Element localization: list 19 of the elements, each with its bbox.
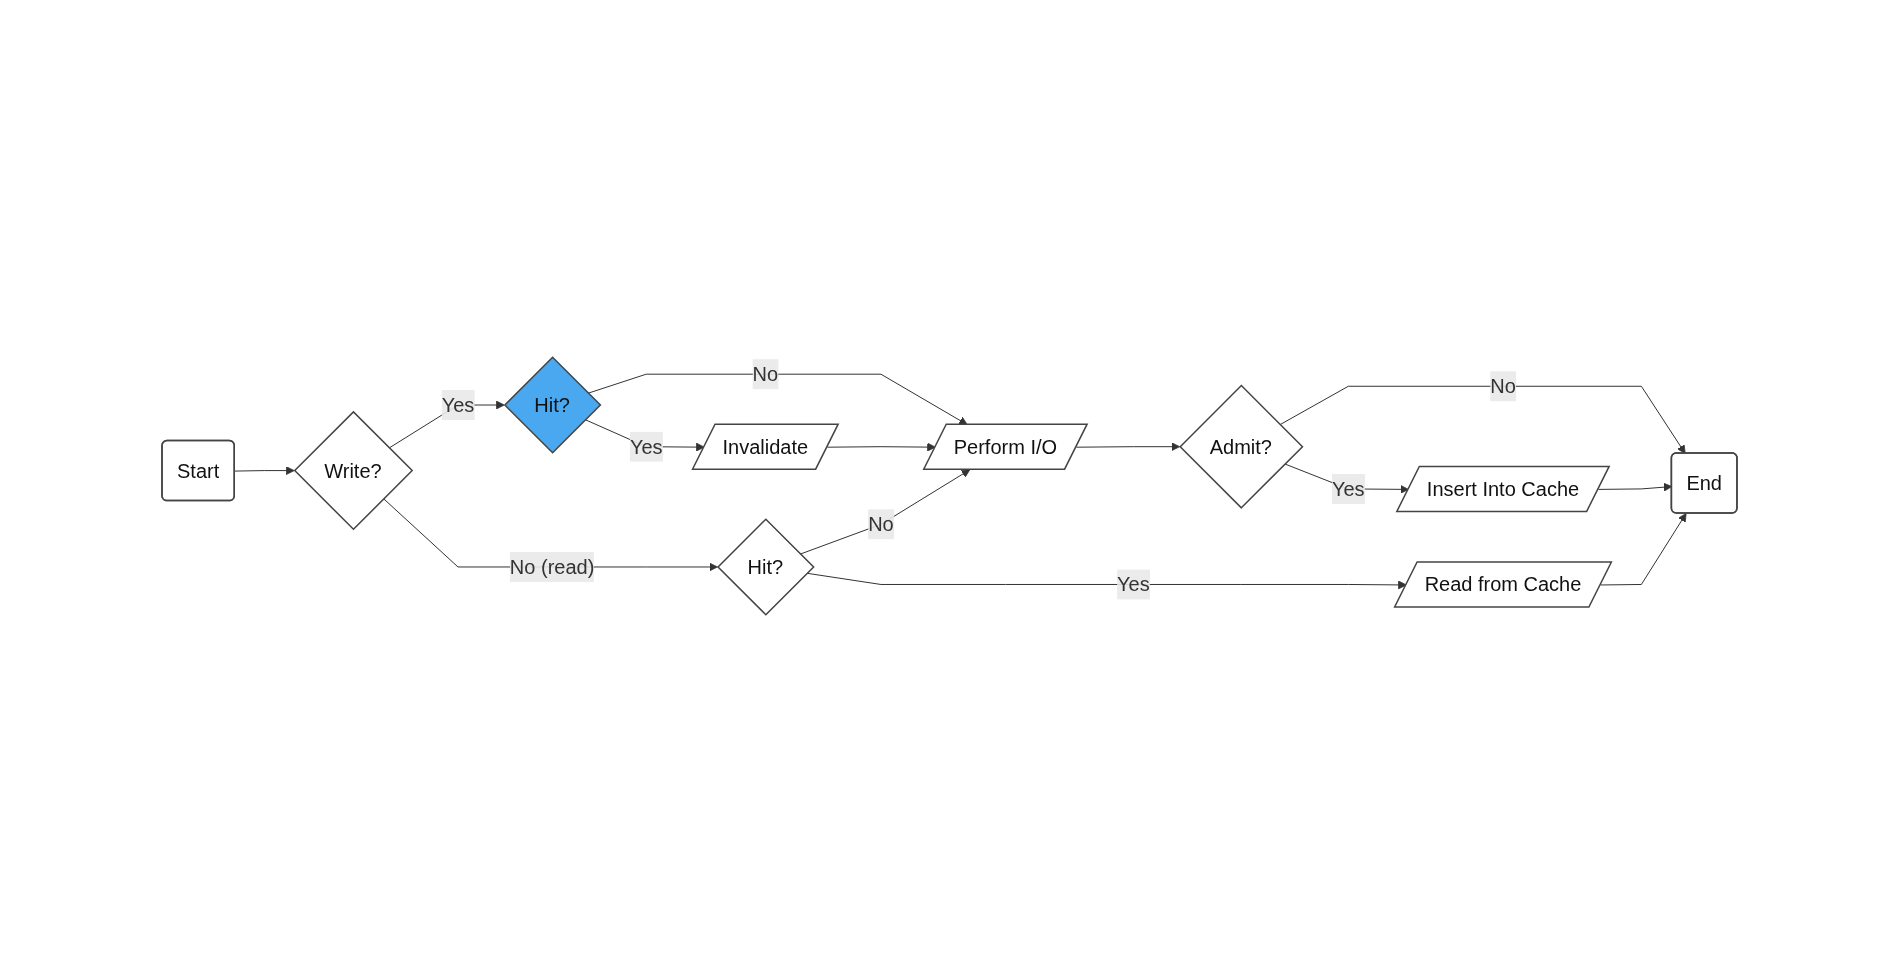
arrow <box>234 466 295 475</box>
edge-label: Yes <box>1332 477 1365 500</box>
node-diamond: Hit? <box>503 356 602 454</box>
arrow <box>806 572 1407 590</box>
edge-label: Yes <box>441 394 475 417</box>
node-diamond: Write? <box>293 410 414 531</box>
arrow <box>1600 513 1687 586</box>
arrow <box>1279 385 1686 454</box>
arrow <box>799 469 971 555</box>
arrow <box>1075 442 1181 452</box>
edge-label: No <box>1490 375 1516 398</box>
edge-label: No <box>752 363 779 386</box>
node-diamond: Admit? <box>1179 384 1304 509</box>
edge-label: No <box>868 513 894 536</box>
node-diamond: Hit? <box>717 518 815 616</box>
edge-label: Yes <box>629 435 663 458</box>
edge-label: No (read) <box>509 555 595 578</box>
arrow <box>826 442 936 452</box>
edge-label: Yes <box>1117 573 1150 596</box>
